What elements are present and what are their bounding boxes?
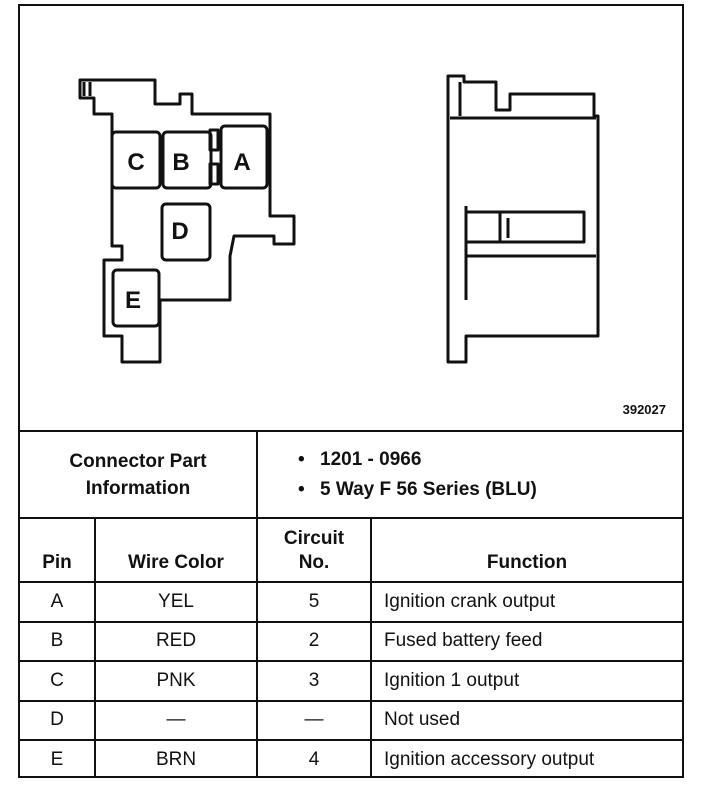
connector-drawing: C B A D E: [20, 6, 682, 430]
function-cell: Ignition crank output: [370, 581, 682, 623]
table-row: E BRN 4 Ignition accessory output: [20, 739, 682, 778]
pinout-table: Connector Part Information •1201 - 0966 …: [20, 432, 682, 778]
function-cell: Ignition accessory output: [370, 739, 682, 778]
col-header-pin: Pin: [20, 517, 96, 583]
header-row: Pin Wire Color Circuit No. Function: [20, 517, 682, 583]
pin-cell: C: [20, 660, 96, 702]
table-row: B RED 2 Fused battery feed: [20, 620, 682, 663]
cavity-label-d: D: [171, 218, 188, 245]
circuit-cell: 4: [256, 739, 372, 778]
function-cell: Fused battery feed: [370, 620, 682, 663]
col-header-circuit: Circuit No.: [256, 517, 372, 583]
wire-color-cell: RED: [94, 620, 258, 663]
cavity-labels: C B A D E: [125, 149, 251, 314]
cavity-label-c: C: [127, 149, 144, 176]
table-row: A YEL 5 Ignition crank output: [20, 581, 682, 623]
cavity-label-b: B: [172, 149, 189, 176]
wire-color-cell: PNK: [94, 660, 258, 702]
figure-id: 392027: [622, 402, 666, 417]
cavity-label-e: E: [125, 287, 141, 314]
function-cell: Ignition 1 output: [370, 660, 682, 702]
connector-views: C B A D E: [78, 74, 600, 364]
circuit-cell: 3: [256, 660, 372, 702]
circuit-cell: 2: [256, 620, 372, 663]
connector-info-label: Connector Part Information: [20, 432, 258, 519]
circuit-cell: —: [256, 699, 372, 742]
part-number-item: •1201 - 0966: [298, 448, 422, 470]
pin-cell: E: [20, 739, 96, 778]
pin-cell: B: [20, 620, 96, 663]
col-header-wire-color: Wire Color: [94, 517, 258, 583]
pin-cell: A: [20, 581, 96, 623]
connector-info-row: Connector Part Information •1201 - 0966 …: [20, 432, 682, 519]
table-row: D — — Not used: [20, 699, 682, 742]
wire-color-cell: —: [94, 699, 258, 742]
connector-series-item: •5 Way F 56 Series (BLU): [298, 478, 537, 500]
connector-front-view: [78, 78, 296, 364]
function-cell: Not used: [370, 699, 682, 742]
connector-side-view: [446, 74, 600, 364]
wire-color-cell: YEL: [94, 581, 258, 623]
col-header-function: Function: [370, 517, 682, 583]
pin-cell: D: [20, 699, 96, 742]
pinout-table-area: Connector Part Information •1201 - 0966 …: [20, 430, 682, 778]
connector-info-list: •1201 - 0966 •5 Way F 56 Series (BLU): [256, 432, 682, 519]
wire-color-cell: BRN: [94, 739, 258, 778]
table-row: C PNK 3 Ignition 1 output: [20, 660, 682, 702]
cavity-label-a: A: [233, 149, 250, 176]
diagram-frame: C B A D E 392027: [18, 4, 684, 778]
circuit-cell: 5: [256, 581, 372, 623]
